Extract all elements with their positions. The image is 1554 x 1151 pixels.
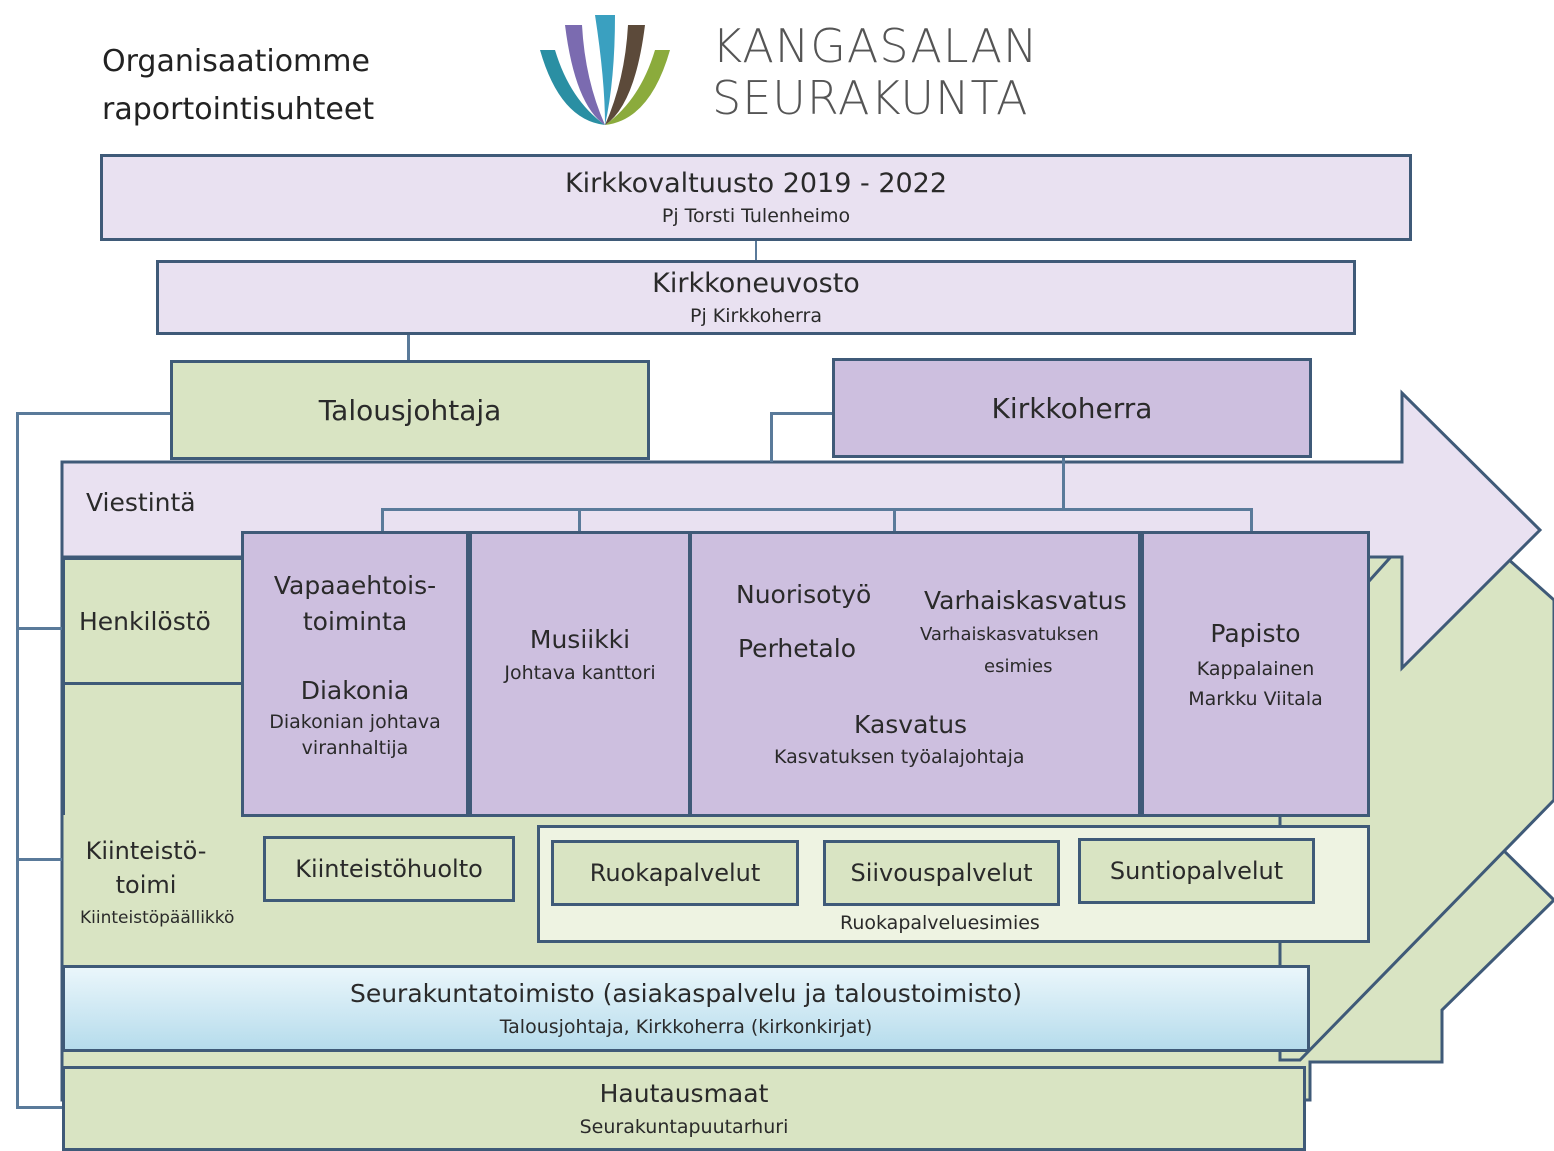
kirkkovaltuusto-title: Kirkkovaltuusto 2019 - 2022 <box>564 168 948 199</box>
vapaaehtois-title-line2: toiminta <box>302 607 408 636</box>
services-sub: Ruokapalveluesimies <box>840 912 1040 934</box>
viestinta-label: Viestintä <box>86 488 196 517</box>
talousjohtaja-title: Talousjohtaja <box>318 393 502 427</box>
logo-emblem <box>540 15 670 125</box>
vapaaehtois-title-line1: Vapaaehtois- <box>273 571 437 600</box>
henkilosto-label: Henkilöstö <box>79 606 211 636</box>
seurakuntatoimisto-sub: Talousjohtaja, Kirkkoherra (kirkonkirjat… <box>499 1016 873 1038</box>
connector-left-top <box>16 412 171 415</box>
connector-left-vertical <box>16 412 19 1108</box>
diakonia-sub-line1: Diakonian johtava <box>269 711 441 733</box>
talousjohtaja-box: Talousjohtaja <box>170 360 650 460</box>
page-title: Organisaatiomme raportointisuhteet <box>102 38 374 134</box>
service-siivouspalvelut-label: Siivouspalvelut <box>850 859 1033 887</box>
kirkkoneuvosto-box: Kirkkoneuvosto Pj Kirkkoherra <box>156 260 1356 335</box>
musiikki-sub: Johtava kanttori <box>504 661 656 684</box>
varhais-sub-line2: esimies <box>984 656 1053 677</box>
connector-kirkkoherra-left <box>770 412 833 415</box>
kirkkovaltuusto-sub: Pj Torsti Tulenheimo <box>661 205 851 227</box>
kasvatus-label: Kasvatus <box>854 710 968 739</box>
kiinteisto-label: Kiinteistö- toimi <box>66 834 226 902</box>
unit-papisto: Papisto Kappalainen Markku Viitala <box>1141 531 1370 817</box>
connector-neuvosto-talous <box>407 333 410 361</box>
diakonia-title: Diakonia <box>300 676 410 705</box>
connector-unit4 <box>1250 508 1253 532</box>
green-body <box>62 685 244 815</box>
connector-valtuusto-neuvosto <box>755 240 757 262</box>
varhais-sub-line1: Varhaiskasvatuksen <box>920 624 1099 645</box>
kiinteistohuolto-label: Kiinteistöhuolto <box>295 855 483 883</box>
hautausmaat-box: Hautausmaat Seurakuntapuutarhuri <box>62 1066 1306 1151</box>
kiinteisto-title-line2: toimi <box>115 871 177 899</box>
hautausmaat-title: Hautausmaat <box>599 1079 769 1108</box>
diakonia-sub-line2: viranhaltija <box>301 737 409 759</box>
connector-unit3 <box>893 508 896 532</box>
service-ruokapalvelut: Ruokapalvelut <box>551 840 799 906</box>
unit-vapaaehtois: Vapaaehtois- toiminta Diakonia Diakonian… <box>241 531 469 817</box>
connector-units-horizontal <box>381 508 1253 511</box>
musiikki-title: Musiikki <box>529 624 631 654</box>
service-ruokapalvelut-label: Ruokapalvelut <box>589 859 761 887</box>
connector-left-henkilosto <box>16 627 62 630</box>
papisto-sub-line2: Markku Viitala <box>1188 687 1323 710</box>
service-siivouspalvelut: Siivouspalvelut <box>823 840 1060 906</box>
kirkkoherra-box: Kirkkoherra <box>832 358 1312 458</box>
service-suntiopalvelut-label: Suntiopalvelut <box>1109 857 1284 885</box>
nuorisotyo-label: Nuorisotyö <box>736 580 872 609</box>
unit-musiikki: Musiikki Johtava kanttori <box>469 531 691 817</box>
logo-line1: KANGASALAN <box>712 19 1039 73</box>
seurakuntatoimisto-title: Seurakuntatoimisto (asiakaspalvelu ja ta… <box>349 979 1023 1008</box>
connector-unit2 <box>578 508 581 532</box>
kiinteisto-sub: Kiinteistöpäällikkö <box>80 908 235 928</box>
page-title-line1: Organisaatiomme <box>102 44 370 79</box>
kiinteistohuolto-box: Kiinteistöhuolto <box>263 836 515 902</box>
hautausmaat-sub: Seurakuntapuutarhuri <box>579 1116 789 1138</box>
connector-kirkkoherra-down <box>1062 457 1065 509</box>
unit-kasvatus: Nuorisotyö Perhetalo Varhaiskasvatus Var… <box>689 531 1141 817</box>
papisto-sub-line1: Kappalainen <box>1196 657 1315 680</box>
perhetalo-label: Perhetalo <box>738 634 856 663</box>
kirkkovaltuusto-box: Kirkkovaltuusto 2019 - 2022 Pj Torsti Tu… <box>100 154 1412 241</box>
varhaiskasvatus-label: Varhaiskasvatus <box>924 586 1127 615</box>
logo-text: KANGASALAN SEURAKUNTA <box>712 20 1038 124</box>
kirkkoneuvosto-sub: Pj Kirkkoherra <box>690 305 822 327</box>
kiinteisto-title-line1: Kiinteistö- <box>85 837 207 865</box>
seurakuntatoimisto-box: Seurakuntatoimisto (asiakaspalvelu ja ta… <box>62 965 1310 1052</box>
kirkkoneuvosto-title: Kirkkoneuvosto <box>652 268 860 299</box>
connector-left-kiinteisto <box>16 858 62 861</box>
service-suntiopalvelut: Suntiopalvelut <box>1078 838 1315 904</box>
papisto-title: Papisto <box>1210 618 1301 648</box>
page-title-line2: raportointisuhteet <box>102 92 375 127</box>
connector-kirkkoherra-left-down <box>770 412 773 462</box>
connector-left-hautausmaat <box>16 1106 62 1109</box>
kasvatus-sub: Kasvatuksen työalajohtaja <box>774 746 1025 768</box>
connector-unit1 <box>381 508 384 532</box>
logo-line2: SEURAKUNTA <box>712 71 1029 125</box>
henkilosto-band: Henkilöstö <box>62 557 244 685</box>
kirkkoherra-title: Kirkkoherra <box>991 391 1153 425</box>
